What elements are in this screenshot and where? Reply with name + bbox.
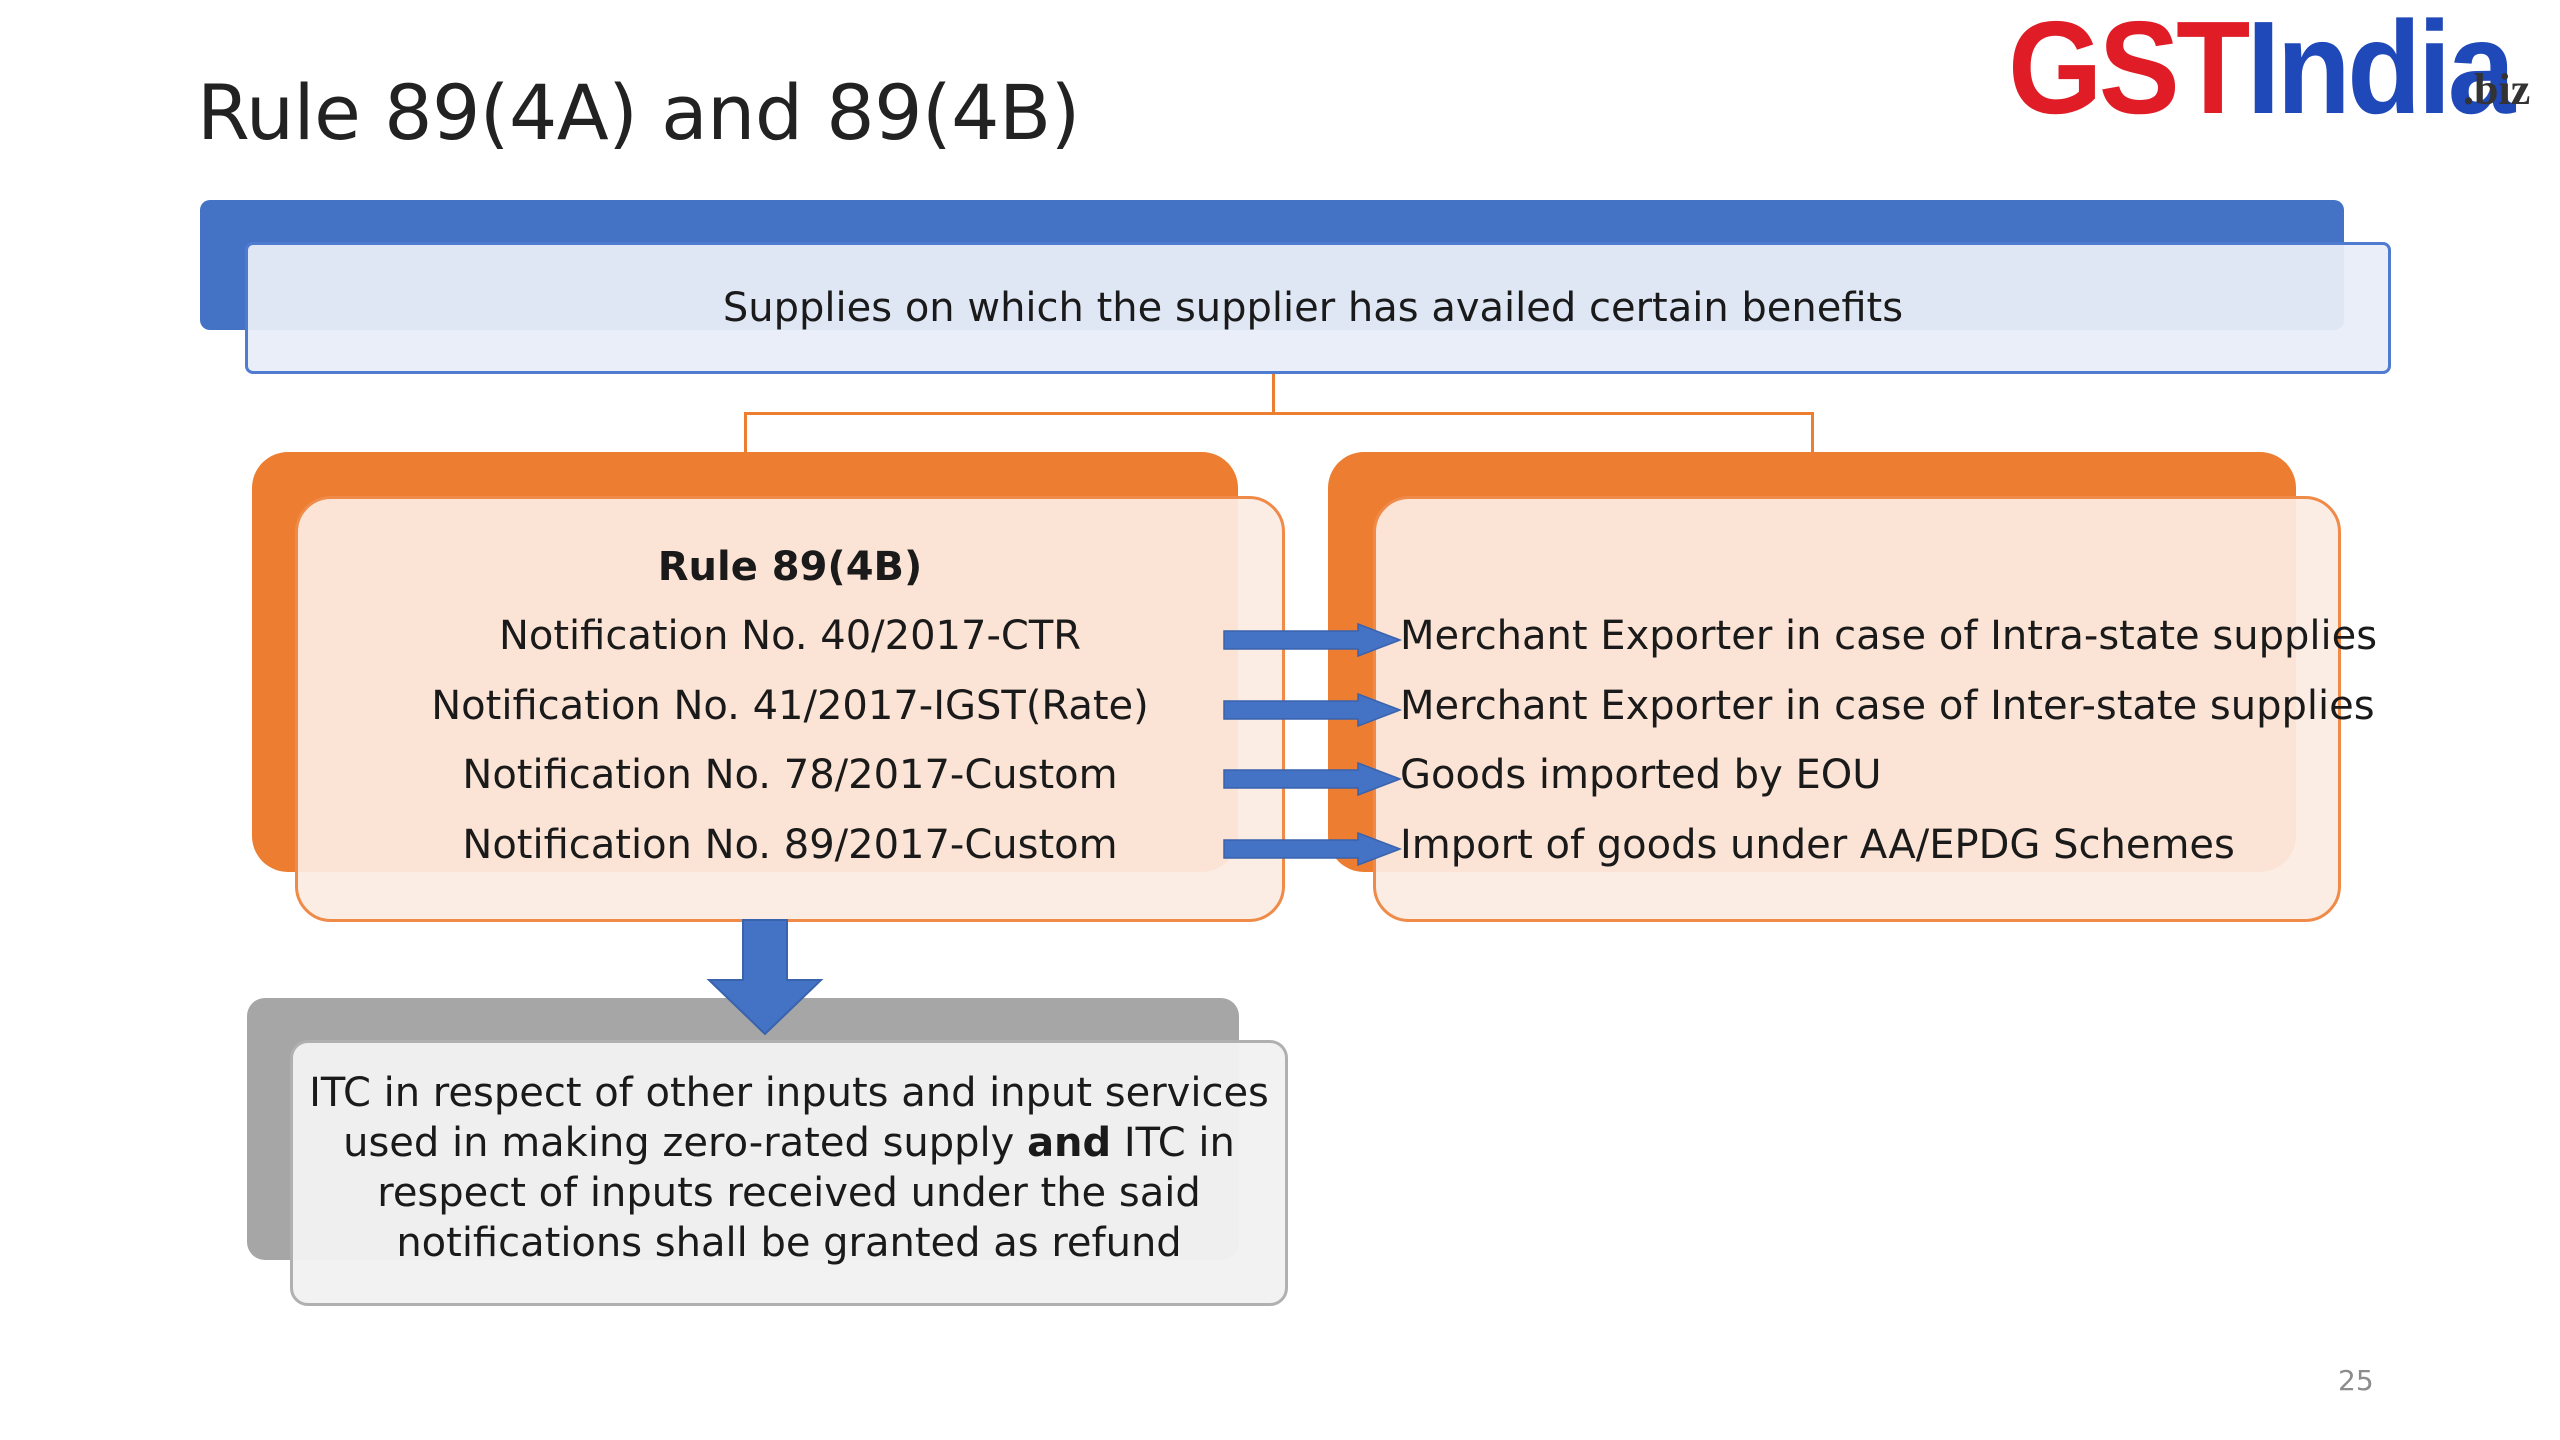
itc-text-part-2: ITC in respect of inputs received under …	[377, 1120, 1235, 1266]
supplies-box	[1373, 496, 2341, 922]
logo-gst: GST	[2008, 0, 2250, 141]
connector-left-drop	[744, 412, 747, 454]
logo-tld: .biz	[2463, 65, 2531, 114]
itc-text-bold: and	[1027, 1120, 1112, 1166]
import-under-aa-epdg: Import of goods under AA/EPDG Schemes	[1400, 822, 2235, 868]
rule-89-4b-heading: Rule 89(4B)	[657, 544, 923, 590]
inter-state-exporter: Merchant Exporter in case of Inter-state…	[1400, 683, 2375, 729]
logo-india: India	[2246, 0, 2516, 141]
goods-imported-by-eou: Goods imported by EOU	[1400, 752, 1882, 798]
arrow-right-icon	[1223, 623, 1402, 657]
gstindia-logo: GSTIndia .biz	[2008, 2, 2555, 134]
connector-stem	[1272, 374, 1275, 414]
itc-refund-box: ITC in respect of other inputs and input…	[290, 1040, 1288, 1306]
notification-78-2017-custom: Notification No. 78/2017-Custom	[462, 752, 1118, 798]
arrow-right-icon	[1223, 832, 1402, 866]
arrow-right-icon	[1223, 762, 1402, 796]
notification-89-2017-custom: Notification No. 89/2017-Custom	[462, 822, 1118, 868]
slide-title: Rule 89(4A) and 89(4B)	[197, 68, 1080, 157]
itc-text-part-1: ITC in respect of other inputs and input…	[309, 1070, 1269, 1166]
connector-right-drop	[1811, 412, 1814, 454]
top-box-text: Supplies on which the supplier has avail…	[722, 285, 1904, 331]
arrow-down-icon	[706, 919, 824, 1036]
top-box: Supplies on which the supplier has avail…	[245, 242, 2391, 374]
arrow-right-icon	[1223, 693, 1402, 727]
intra-state-exporter: Merchant Exporter in case of Intra-state…	[1400, 613, 2378, 659]
notification-41-2017-igst: Notification No. 41/2017-IGST(Rate)	[431, 683, 1149, 729]
page-number: 25	[2338, 1364, 2374, 1397]
itc-refund-text: ITC in respect of other inputs and input…	[304, 1068, 1274, 1268]
connector-horizontal	[744, 412, 1814, 415]
notification-40-2017-ctr: Notification No. 40/2017-CTR	[498, 613, 1082, 659]
